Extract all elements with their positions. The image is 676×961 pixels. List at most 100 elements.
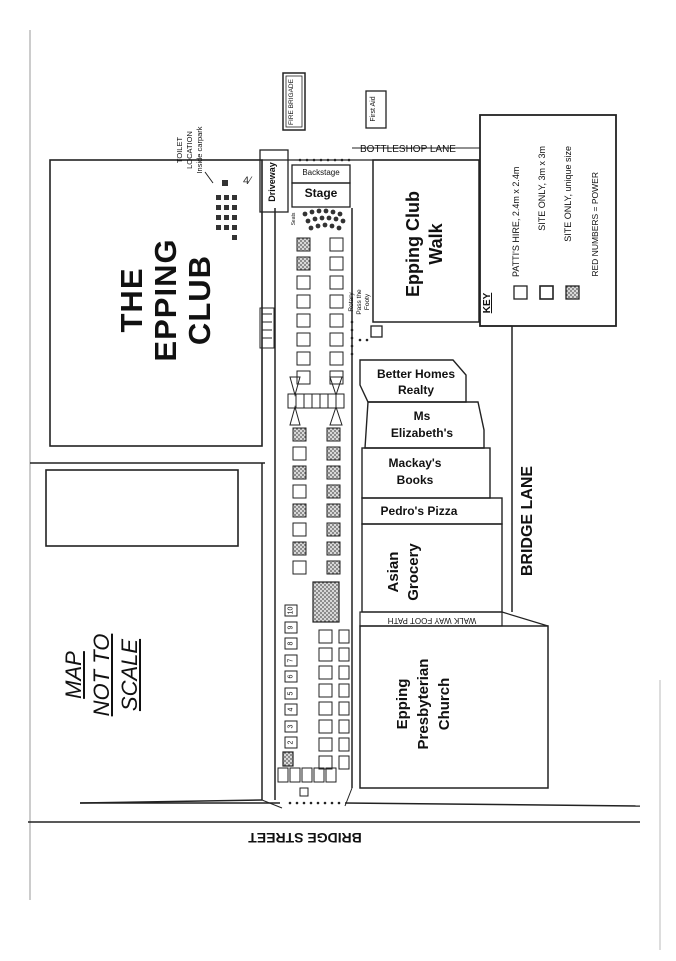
market-stall xyxy=(292,465,307,480)
toilet-label: TOILET LOCATION Inside carpark xyxy=(175,110,209,190)
fire-brigade-label: FIRE BRIGADE xyxy=(288,79,295,125)
asian-grocery-label: Asian Grocery xyxy=(384,532,428,612)
market-stall xyxy=(326,541,341,556)
stage-box xyxy=(291,182,351,208)
market-stall xyxy=(326,484,341,499)
key-item-site: SITE ONLY, 3m x 3m xyxy=(537,146,547,231)
rotary-line-3: Footy xyxy=(364,293,371,311)
numbered-stall: 2 xyxy=(284,736,298,749)
club-walk-line-2: Walk xyxy=(426,223,446,265)
numbered-stall: 8 xyxy=(284,637,298,650)
church-line-2: Presbyterian xyxy=(415,658,432,750)
entry-box xyxy=(299,787,309,797)
key-heading: KEY xyxy=(482,292,493,314)
club-car-squares xyxy=(216,180,237,240)
walkway-label: WALK WAY FOOT PATH xyxy=(387,616,477,625)
market-stall xyxy=(326,522,341,537)
market-stall xyxy=(329,332,344,347)
market-stall xyxy=(292,522,307,537)
seats-label: Seats xyxy=(291,212,297,226)
market-stall xyxy=(318,665,333,680)
club-walk-block xyxy=(372,159,480,323)
backstage-label: Backstage xyxy=(302,168,340,177)
driveway-box xyxy=(259,149,289,213)
market-stall xyxy=(318,629,333,644)
numbered-stall: 6 xyxy=(284,670,298,683)
note-line-3: SCALE xyxy=(117,638,142,712)
toilet-arrow xyxy=(204,171,214,184)
key-swatch-patti xyxy=(513,285,528,300)
bottleshop-lane-label: BOTTLESHOP LANE xyxy=(360,144,456,155)
key-swatch-unique xyxy=(565,285,580,300)
market-stall xyxy=(326,560,341,575)
market-stall xyxy=(318,755,333,770)
toilet-line-1: TOILET xyxy=(175,136,184,164)
entry-bollards xyxy=(277,767,337,783)
market-stall xyxy=(318,683,333,698)
market-stall xyxy=(292,503,307,518)
market-stall xyxy=(329,294,344,309)
numbered-stall: 9 xyxy=(284,621,298,633)
mackays-line-1: Mackay's xyxy=(388,456,442,470)
church-line-3: Church xyxy=(436,677,453,731)
svg-text:4⁄: 4⁄ xyxy=(243,175,253,187)
bridge-lane-label: BRIDGE LANE xyxy=(519,465,536,577)
better-homes-label: Better Homes Realty xyxy=(366,366,466,400)
market-stall xyxy=(296,237,311,252)
market-stall xyxy=(329,351,344,366)
mackays-line-2: Books xyxy=(396,473,434,487)
market-stall xyxy=(338,647,350,662)
market-stall xyxy=(292,484,307,499)
plaza-strip xyxy=(287,393,345,409)
market-stall xyxy=(292,446,307,461)
note-line-1: MAP xyxy=(61,651,86,699)
numbered-stall: 3 xyxy=(284,720,298,732)
market-stall xyxy=(329,313,344,328)
stall-group xyxy=(292,237,350,770)
rotary-label: Rotary Pass the Footy xyxy=(348,272,380,332)
market-stall xyxy=(318,737,333,752)
market-stall xyxy=(329,275,344,290)
market-stall xyxy=(338,629,350,644)
key-note: RED NUMBERS = POWER xyxy=(590,172,600,277)
stage-label: Stage xyxy=(304,186,338,200)
mackays-label: Mackay's Books xyxy=(362,455,468,491)
asian-line-1: Asian xyxy=(385,551,402,593)
club-walk-line-1: Epping Club xyxy=(403,191,423,297)
market-stall xyxy=(338,737,350,752)
dotted-boundary xyxy=(288,158,369,805)
toilet-line-3: Inside carpark xyxy=(195,126,204,174)
market-stall xyxy=(296,332,311,347)
church-line-1: Epping xyxy=(394,678,411,730)
ms-elizabeth-line-2: Elizabeth's xyxy=(390,426,454,440)
ms-elizabeth-label: Ms Elizabeth's xyxy=(370,408,474,444)
rotary-box xyxy=(370,325,383,338)
plaza-shape xyxy=(289,376,301,397)
audience-seats xyxy=(302,208,346,231)
toilet-line-2: LOCATION xyxy=(185,131,194,169)
fire-brigade-box xyxy=(282,72,306,131)
first-aid-box xyxy=(365,90,387,129)
pedros-label: Pedro's Pizza xyxy=(380,504,458,518)
market-stall xyxy=(292,427,307,442)
market-stall xyxy=(338,755,350,770)
key-item-unique: SITE ONLY, unique size xyxy=(563,146,573,242)
epping-club-title: THE EPPING CLUB xyxy=(114,190,225,410)
market-stall xyxy=(326,465,341,480)
ms-elizabeth-block xyxy=(364,401,485,449)
epping-club-block xyxy=(49,159,263,447)
market-stall xyxy=(296,275,311,290)
unique-site-small xyxy=(282,751,294,767)
market-stall xyxy=(338,719,350,734)
better-homes-line-1: Better Homes xyxy=(376,367,456,381)
better-homes-line-2: Realty xyxy=(397,383,435,397)
church-block xyxy=(359,625,549,789)
market-stall xyxy=(296,313,311,328)
market-stall xyxy=(326,427,341,442)
numbered-stall: 4 xyxy=(284,703,298,716)
note-line-2: NOT TO xyxy=(89,633,114,717)
market-stall xyxy=(318,719,333,734)
bridge-street-top-right xyxy=(344,802,641,807)
market-stall xyxy=(326,503,341,518)
